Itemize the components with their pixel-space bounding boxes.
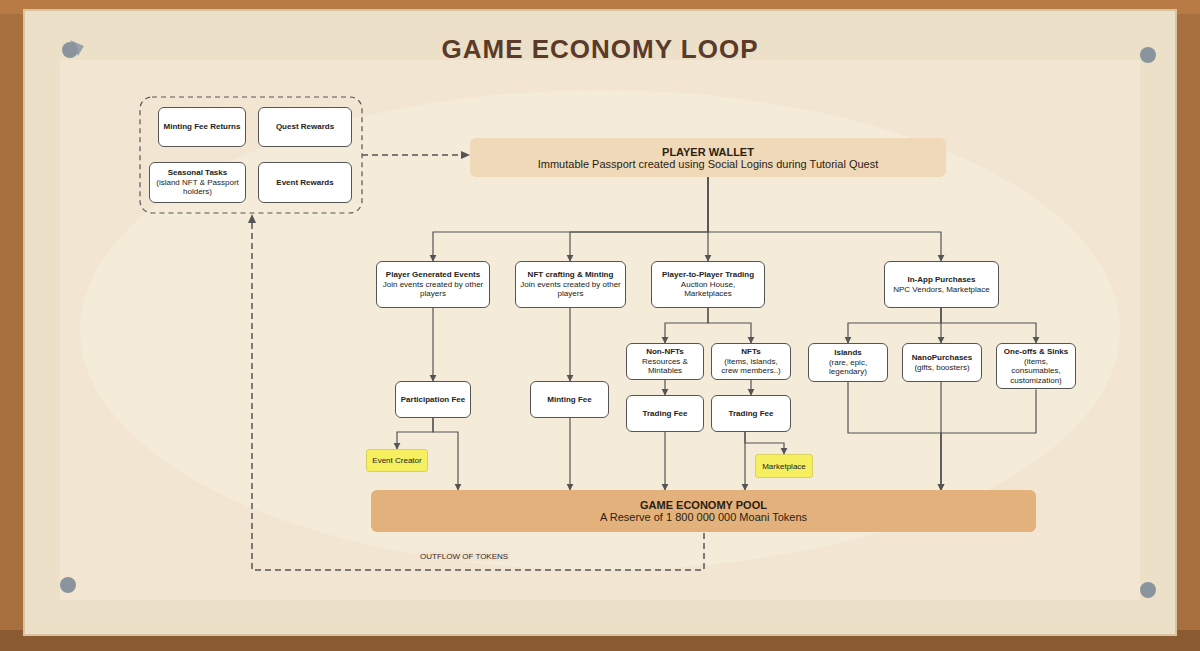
node-body: Join events created by other players xyxy=(520,280,621,299)
flow-connector xyxy=(745,432,784,454)
flow-connector xyxy=(750,380,751,395)
process-box: NFT crafting & MintingJoin events create… xyxy=(515,261,626,308)
category-box: Islands(rare, epic, legendary) xyxy=(808,343,888,382)
node-heading: Marketplace xyxy=(762,462,806,471)
node-heading: Islands xyxy=(834,348,862,358)
fee-box: Trading Fee xyxy=(626,395,704,432)
node-heading: NanoPurchases xyxy=(912,353,972,363)
flow-connector xyxy=(848,308,941,343)
node-body: (gifts, boosters) xyxy=(914,363,969,373)
fee-box: Trading Fee xyxy=(711,395,791,432)
flow-connector xyxy=(432,308,433,381)
node-heading: Minting Fee Returns xyxy=(164,122,241,132)
node-heading: In-App Purchases xyxy=(907,275,975,285)
node-body: (items, consumables, customization) xyxy=(1001,357,1071,386)
flow-connector xyxy=(941,308,1036,343)
node-body: (island NFT & Passport holders) xyxy=(154,178,241,197)
category-box: NanoPurchases(gifts, boosters) xyxy=(902,343,982,382)
node-body: (rare, epic, legendary) xyxy=(813,358,883,377)
category-box: Non-NFTsResources & Mintables xyxy=(626,343,704,380)
reward-box: Minting Fee Returns xyxy=(158,107,246,147)
flow-connector xyxy=(941,389,1036,490)
flow-connector xyxy=(569,418,570,490)
reward-box: Quest Rewards xyxy=(258,107,352,147)
process-box: In-App PurchasesNPC Vendors, Marketplace xyxy=(884,261,999,308)
flow-connector xyxy=(848,382,941,490)
node-heading: Player Generated Events xyxy=(386,270,480,280)
node-heading: Trading Fee xyxy=(729,409,774,419)
node-heading: Player-to-Player Trading xyxy=(662,270,754,280)
flow-connector xyxy=(433,418,458,490)
node-heading: Seasonal Tasks xyxy=(168,168,227,178)
process-box: Player-to-Player TradingAuction House, M… xyxy=(651,261,765,308)
flow-connector xyxy=(664,380,665,395)
node-body: Immutable Passport created using Social … xyxy=(538,158,879,170)
node-body: A Reserve of 1 800 000 000 Moani Tokens xyxy=(600,511,807,523)
flow-connector xyxy=(433,177,708,261)
node-heading: Trading Fee xyxy=(643,409,688,419)
node-heading: One-offs & Sinks xyxy=(1004,347,1068,357)
category-box: One-offs & Sinks(items, consumables, cus… xyxy=(996,343,1076,389)
flow-connector xyxy=(397,418,433,449)
recipient-box: Marketplace xyxy=(755,454,813,478)
node-heading: Non-NFTs xyxy=(646,347,684,357)
fee-box: Participation Fee xyxy=(395,381,471,418)
node-heading: Participation Fee xyxy=(401,395,465,405)
node-heading: Minting Fee xyxy=(547,395,591,405)
node-heading: Event Creator xyxy=(372,456,421,465)
pool-band: GAME ECONOMY POOLA Reserve of 1 800 000 … xyxy=(371,490,1036,532)
flow-connector xyxy=(570,177,708,261)
flow-connector xyxy=(569,308,570,381)
category-box: NFTs(items, islands, crew members..) xyxy=(711,343,791,380)
diagram-title: GAME ECONOMY LOOP xyxy=(0,34,1200,65)
node-heading: Quest Rewards xyxy=(276,122,334,132)
node-body: Resources & Mintables xyxy=(631,357,699,376)
node-body: (items, islands, crew members..) xyxy=(716,357,786,376)
node-heading: PLAYER WALLET xyxy=(662,146,754,158)
node-body: NPC Vendors, Marketplace xyxy=(893,285,990,295)
node-heading: Event Rewards xyxy=(276,178,333,188)
node-body: Join events created by other players xyxy=(381,280,485,299)
node-heading: NFT crafting & Minting xyxy=(528,270,614,280)
reward-box: Seasonal Tasks(island NFT & Passport hol… xyxy=(149,162,246,203)
node-heading: GAME ECONOMY POOL xyxy=(640,499,767,511)
wallet-band: PLAYER WALLETImmutable Passport created … xyxy=(470,138,946,177)
flow-connector xyxy=(708,308,751,343)
flow-connector xyxy=(664,432,665,490)
flow-connector xyxy=(665,308,708,343)
flow-label: OUTFLOW OF TOKENS xyxy=(418,552,510,561)
node-body: Auction House, Marketplaces xyxy=(656,280,760,299)
flow-connector xyxy=(708,177,941,261)
recipient-box: Event Creator xyxy=(366,449,428,472)
reward-box: Event Rewards xyxy=(258,162,352,203)
fee-box: Minting Fee xyxy=(530,381,609,418)
process-box: Player Generated EventsJoin events creat… xyxy=(376,261,490,308)
node-heading: NFTs xyxy=(741,347,760,357)
